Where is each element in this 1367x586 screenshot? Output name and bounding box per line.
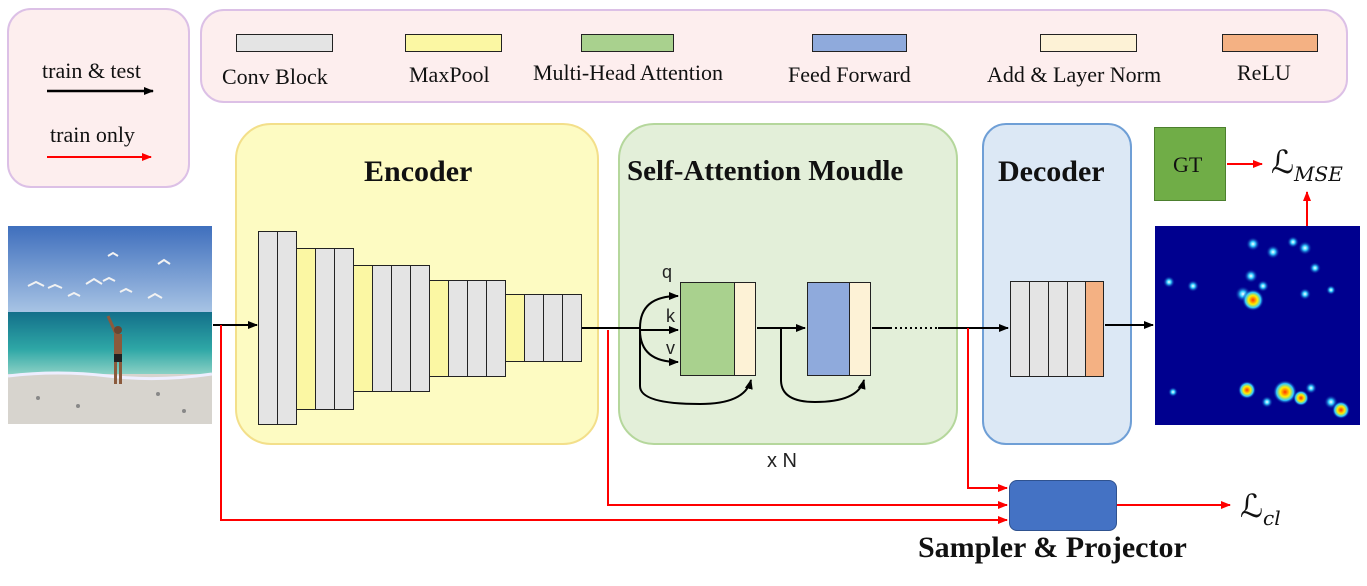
legend-label-mha: Multi-Head Attention xyxy=(533,60,724,85)
legend-swatch-addnorm xyxy=(1040,34,1137,52)
loss-mse-symbol: ℒ xyxy=(1271,143,1295,181)
block-legend-panel xyxy=(200,9,1348,103)
legend-label-addnorm: Add & Layer Norm xyxy=(987,62,1162,87)
attention-title: Self-Attention Moudle xyxy=(627,155,904,187)
legend-swatch-relu xyxy=(1222,34,1318,52)
legend-swatch-conv xyxy=(236,34,333,52)
legend-swatch-maxpool xyxy=(405,34,502,52)
decoder-relu xyxy=(1085,281,1104,377)
attention-panel xyxy=(618,123,958,445)
legend-label-conv: Conv Block xyxy=(222,64,328,89)
legend-train-only-label: train only xyxy=(50,122,135,147)
legend-train-test-label: train & test xyxy=(42,58,141,83)
loss-cl-label: ℒcl xyxy=(1240,487,1281,530)
loss-cl-subscript: cl xyxy=(1263,506,1281,530)
legend-label-maxpool: MaxPool xyxy=(409,62,490,87)
legend-swatch-mha xyxy=(581,34,674,52)
attention-addnorm-2 xyxy=(849,282,871,376)
repeat-label: x N xyxy=(767,450,797,472)
sampler-projector-box xyxy=(1009,480,1117,531)
input-image xyxy=(8,226,212,424)
attention-input-v: v xyxy=(666,338,675,358)
legend-label-relu: ReLU xyxy=(1237,60,1291,85)
loss-mse-subscript: MSE xyxy=(1294,162,1343,186)
red-path-attention xyxy=(967,328,1008,492)
encoder-title: Encoder xyxy=(364,155,473,188)
attention-input-k: k xyxy=(666,306,675,326)
legend-swatch-ff xyxy=(812,34,907,52)
attention-mha-block xyxy=(680,282,736,376)
gt-label: GT xyxy=(1173,152,1203,177)
red-path-encoder xyxy=(607,330,1008,509)
red-path-image xyxy=(220,325,1008,524)
loss-cl-symbol: ℒ xyxy=(1240,487,1264,525)
legend-label-ff: Feed Forward xyxy=(788,62,911,87)
residual-2 xyxy=(780,328,866,404)
density-heatmap xyxy=(1155,226,1360,425)
encoder-conv-5c xyxy=(562,294,582,362)
decoder-title: Decoder xyxy=(998,155,1105,188)
arrow-q-input xyxy=(639,292,679,329)
attention-ff-block xyxy=(807,282,850,376)
arrow-v-input xyxy=(639,329,679,366)
attention-addnorm-1 xyxy=(734,282,756,376)
attention-input-q: q xyxy=(662,262,673,282)
loss-mse-label: ℒMSE xyxy=(1271,143,1343,186)
gt-box xyxy=(1154,127,1226,201)
sampler-projector-label: Sampler & Projector xyxy=(918,531,1187,564)
arrow-encoder-to-attention xyxy=(582,327,641,330)
residual-1 xyxy=(639,330,753,406)
